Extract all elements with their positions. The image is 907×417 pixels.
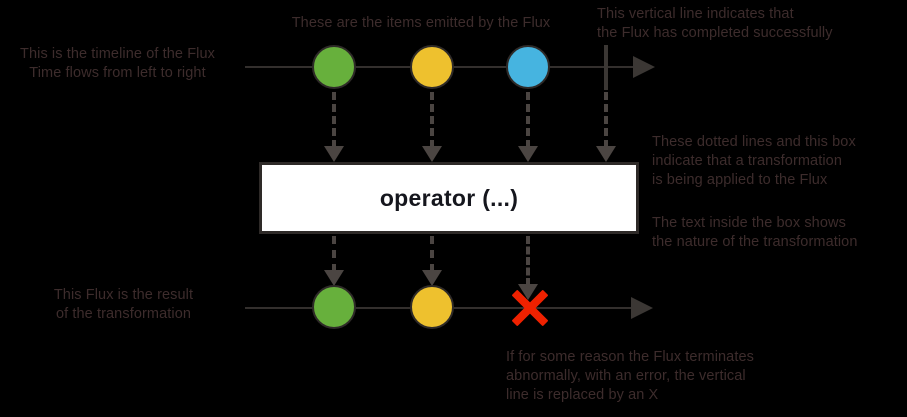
result-timeline-arrow-icon — [631, 297, 653, 319]
connector-arrow-in-4 — [596, 92, 616, 162]
source-timeline-arrow-icon — [633, 56, 655, 78]
operator-label: operator (...) — [379, 184, 519, 211]
connector-stem — [526, 236, 530, 286]
annotation-transformation: These dotted lines and this box indicate… — [652, 134, 856, 188]
annotation-completion: This vertical line indicates that the Fl… — [597, 6, 833, 41]
connector-arrow-in-2 — [422, 92, 442, 162]
connector-arrow-in-3 — [518, 92, 538, 162]
connector-stem — [526, 92, 530, 148]
source-marble-green[interactable] — [312, 45, 356, 89]
arrow-head-icon — [518, 146, 538, 162]
arrow-head-icon — [422, 270, 442, 286]
annotation-items: These are the items emitted by the Flux — [291, 15, 551, 31]
connector-stem — [604, 92, 608, 148]
connector-stem — [430, 92, 434, 148]
annotation-result: This Flux is the result of the transform… — [53, 287, 194, 322]
connector-stem — [332, 236, 336, 272]
connector-arrow-out-2 — [422, 236, 442, 286]
result-marble-yellow[interactable] — [410, 285, 454, 329]
result-marble-green[interactable] — [312, 285, 356, 329]
arrow-head-icon — [324, 146, 344, 162]
connector-stem — [430, 236, 434, 272]
arrow-head-icon — [596, 146, 616, 162]
annotation-error: If for some reason the Flux terminates a… — [506, 349, 754, 403]
arrow-head-icon — [422, 146, 442, 162]
operator-box[interactable]: operator (...) — [259, 162, 639, 234]
error-x-icon — [505, 284, 553, 332]
annotation-box-text: The text inside the box shows the nature… — [652, 215, 858, 250]
arrow-head-icon — [324, 270, 344, 286]
connector-arrow-in-1 — [324, 92, 344, 162]
source-marble-yellow[interactable] — [410, 45, 454, 89]
completion-bar-icon — [604, 45, 608, 90]
source-marble-blue[interactable] — [506, 45, 550, 89]
connector-arrow-out-1 — [324, 236, 344, 286]
annotation-timeline: This is the timeline of the Flux Time fl… — [20, 46, 215, 81]
connector-stem — [332, 92, 336, 148]
